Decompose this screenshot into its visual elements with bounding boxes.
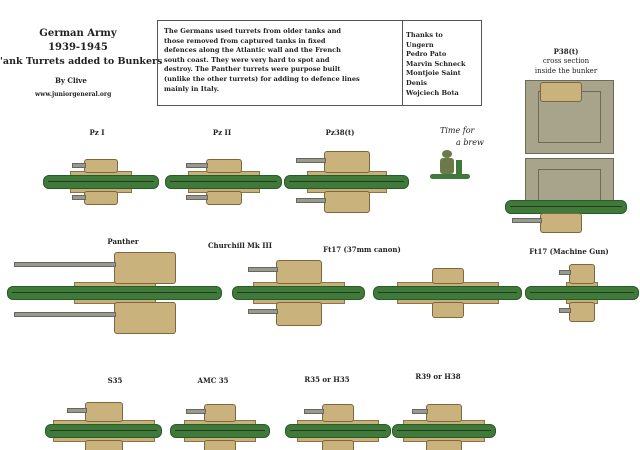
- author: By Clive: [55, 76, 87, 85]
- turret: [322, 404, 354, 422]
- ground-strip: [7, 286, 222, 300]
- turret: [204, 404, 236, 422]
- ground-strip: [165, 175, 282, 189]
- soldier-figure: [430, 150, 485, 180]
- gun-barrel: [72, 195, 86, 200]
- description-text: The Germans used turrets from older tank…: [164, 27, 360, 93]
- brew-caption: a brew: [456, 138, 484, 147]
- brew-caption: Time for: [440, 126, 475, 135]
- ground-strip: [373, 286, 522, 300]
- gun-barrel: [186, 409, 206, 415]
- bunker-label: cross section: [542, 57, 590, 65]
- gun-barrel: [559, 270, 571, 275]
- ground-strip: [392, 424, 496, 438]
- gun-barrel: [13, 312, 116, 317]
- turret: [431, 302, 464, 318]
- thanks-box: Thanks to Ungern Pedro Pato Marvin Schne…: [401, 20, 482, 106]
- ground-strip: [285, 424, 391, 438]
- turret: [540, 213, 582, 233]
- gun-barrel: [72, 163, 86, 168]
- model-label: Pz38(t): [325, 128, 355, 137]
- thanks-name: Montjoie Saint Denis: [406, 69, 461, 87]
- turret: [113, 252, 176, 284]
- ground-strip: [284, 175, 409, 189]
- turret: [84, 402, 123, 422]
- turret: [204, 440, 236, 450]
- sheet-subtitle: 'ank Turrets added to Bunkers: [0, 56, 163, 67]
- gun-barrel: [247, 267, 278, 273]
- turret: [205, 191, 242, 205]
- description-box: The Germans used turrets from older tank…: [157, 20, 403, 106]
- ground-strip: [45, 424, 162, 438]
- turret: [322, 440, 354, 450]
- turret: [569, 264, 595, 284]
- gun-barrel: [304, 409, 324, 415]
- ground-strip: [525, 286, 639, 300]
- model-label: R39 or H38: [415, 372, 461, 381]
- model-label: Panther: [107, 237, 139, 246]
- model-label: Ft17 (Machine Gun): [529, 247, 609, 256]
- gun-barrel: [295, 157, 326, 163]
- model-label: Churchill Mk III: [207, 241, 273, 250]
- turret: [540, 82, 582, 102]
- turret: [275, 260, 322, 284]
- website-link[interactable]: www.juniorgeneral.org: [35, 91, 112, 98]
- gun-barrel: [295, 197, 326, 203]
- turret: [431, 268, 464, 284]
- turret: [84, 440, 123, 450]
- turret: [84, 191, 118, 205]
- model-label: R35 or H35: [304, 375, 350, 384]
- ground-strip: [43, 175, 159, 189]
- bunker-label: inside the bunker: [534, 67, 598, 75]
- turret: [275, 302, 322, 326]
- turret: [323, 151, 370, 173]
- thanks-name: Wojciech Bota: [406, 88, 459, 97]
- turret: [323, 191, 370, 213]
- model-label: AMC 35: [197, 376, 229, 385]
- model-label: Pz I: [89, 128, 105, 137]
- turret: [569, 302, 595, 322]
- thanks-name: Marvin Schneck: [406, 59, 466, 68]
- gun-barrel: [559, 308, 571, 313]
- turret: [84, 159, 118, 173]
- ground-strip: [170, 424, 270, 438]
- turret: [426, 440, 462, 450]
- model-label: Ft17 (37mm canon): [323, 245, 401, 254]
- gun-barrel: [66, 408, 87, 413]
- gun-barrel: [185, 163, 208, 168]
- gun-barrel: [185, 195, 208, 200]
- gun-barrel: [247, 309, 278, 315]
- thanks-name: Ungern: [406, 40, 434, 49]
- turret: [205, 159, 242, 173]
- thanks-name: Pedro Pato: [406, 50, 447, 59]
- model-label: S35: [107, 376, 123, 385]
- turret: [113, 302, 176, 334]
- ground-strip: [232, 286, 365, 300]
- ground-strip: [505, 200, 627, 214]
- model-label: Pz II: [212, 128, 232, 137]
- gun-barrel: [412, 409, 428, 415]
- gun-barrel: [512, 218, 542, 223]
- bunker-label: P38(t): [553, 47, 579, 56]
- turret: [426, 404, 462, 422]
- thanks-title: Thanks to: [406, 31, 443, 39]
- army-title: German Army: [39, 28, 117, 39]
- gun-barrel: [13, 262, 116, 267]
- years: 1939-1945: [48, 42, 108, 53]
